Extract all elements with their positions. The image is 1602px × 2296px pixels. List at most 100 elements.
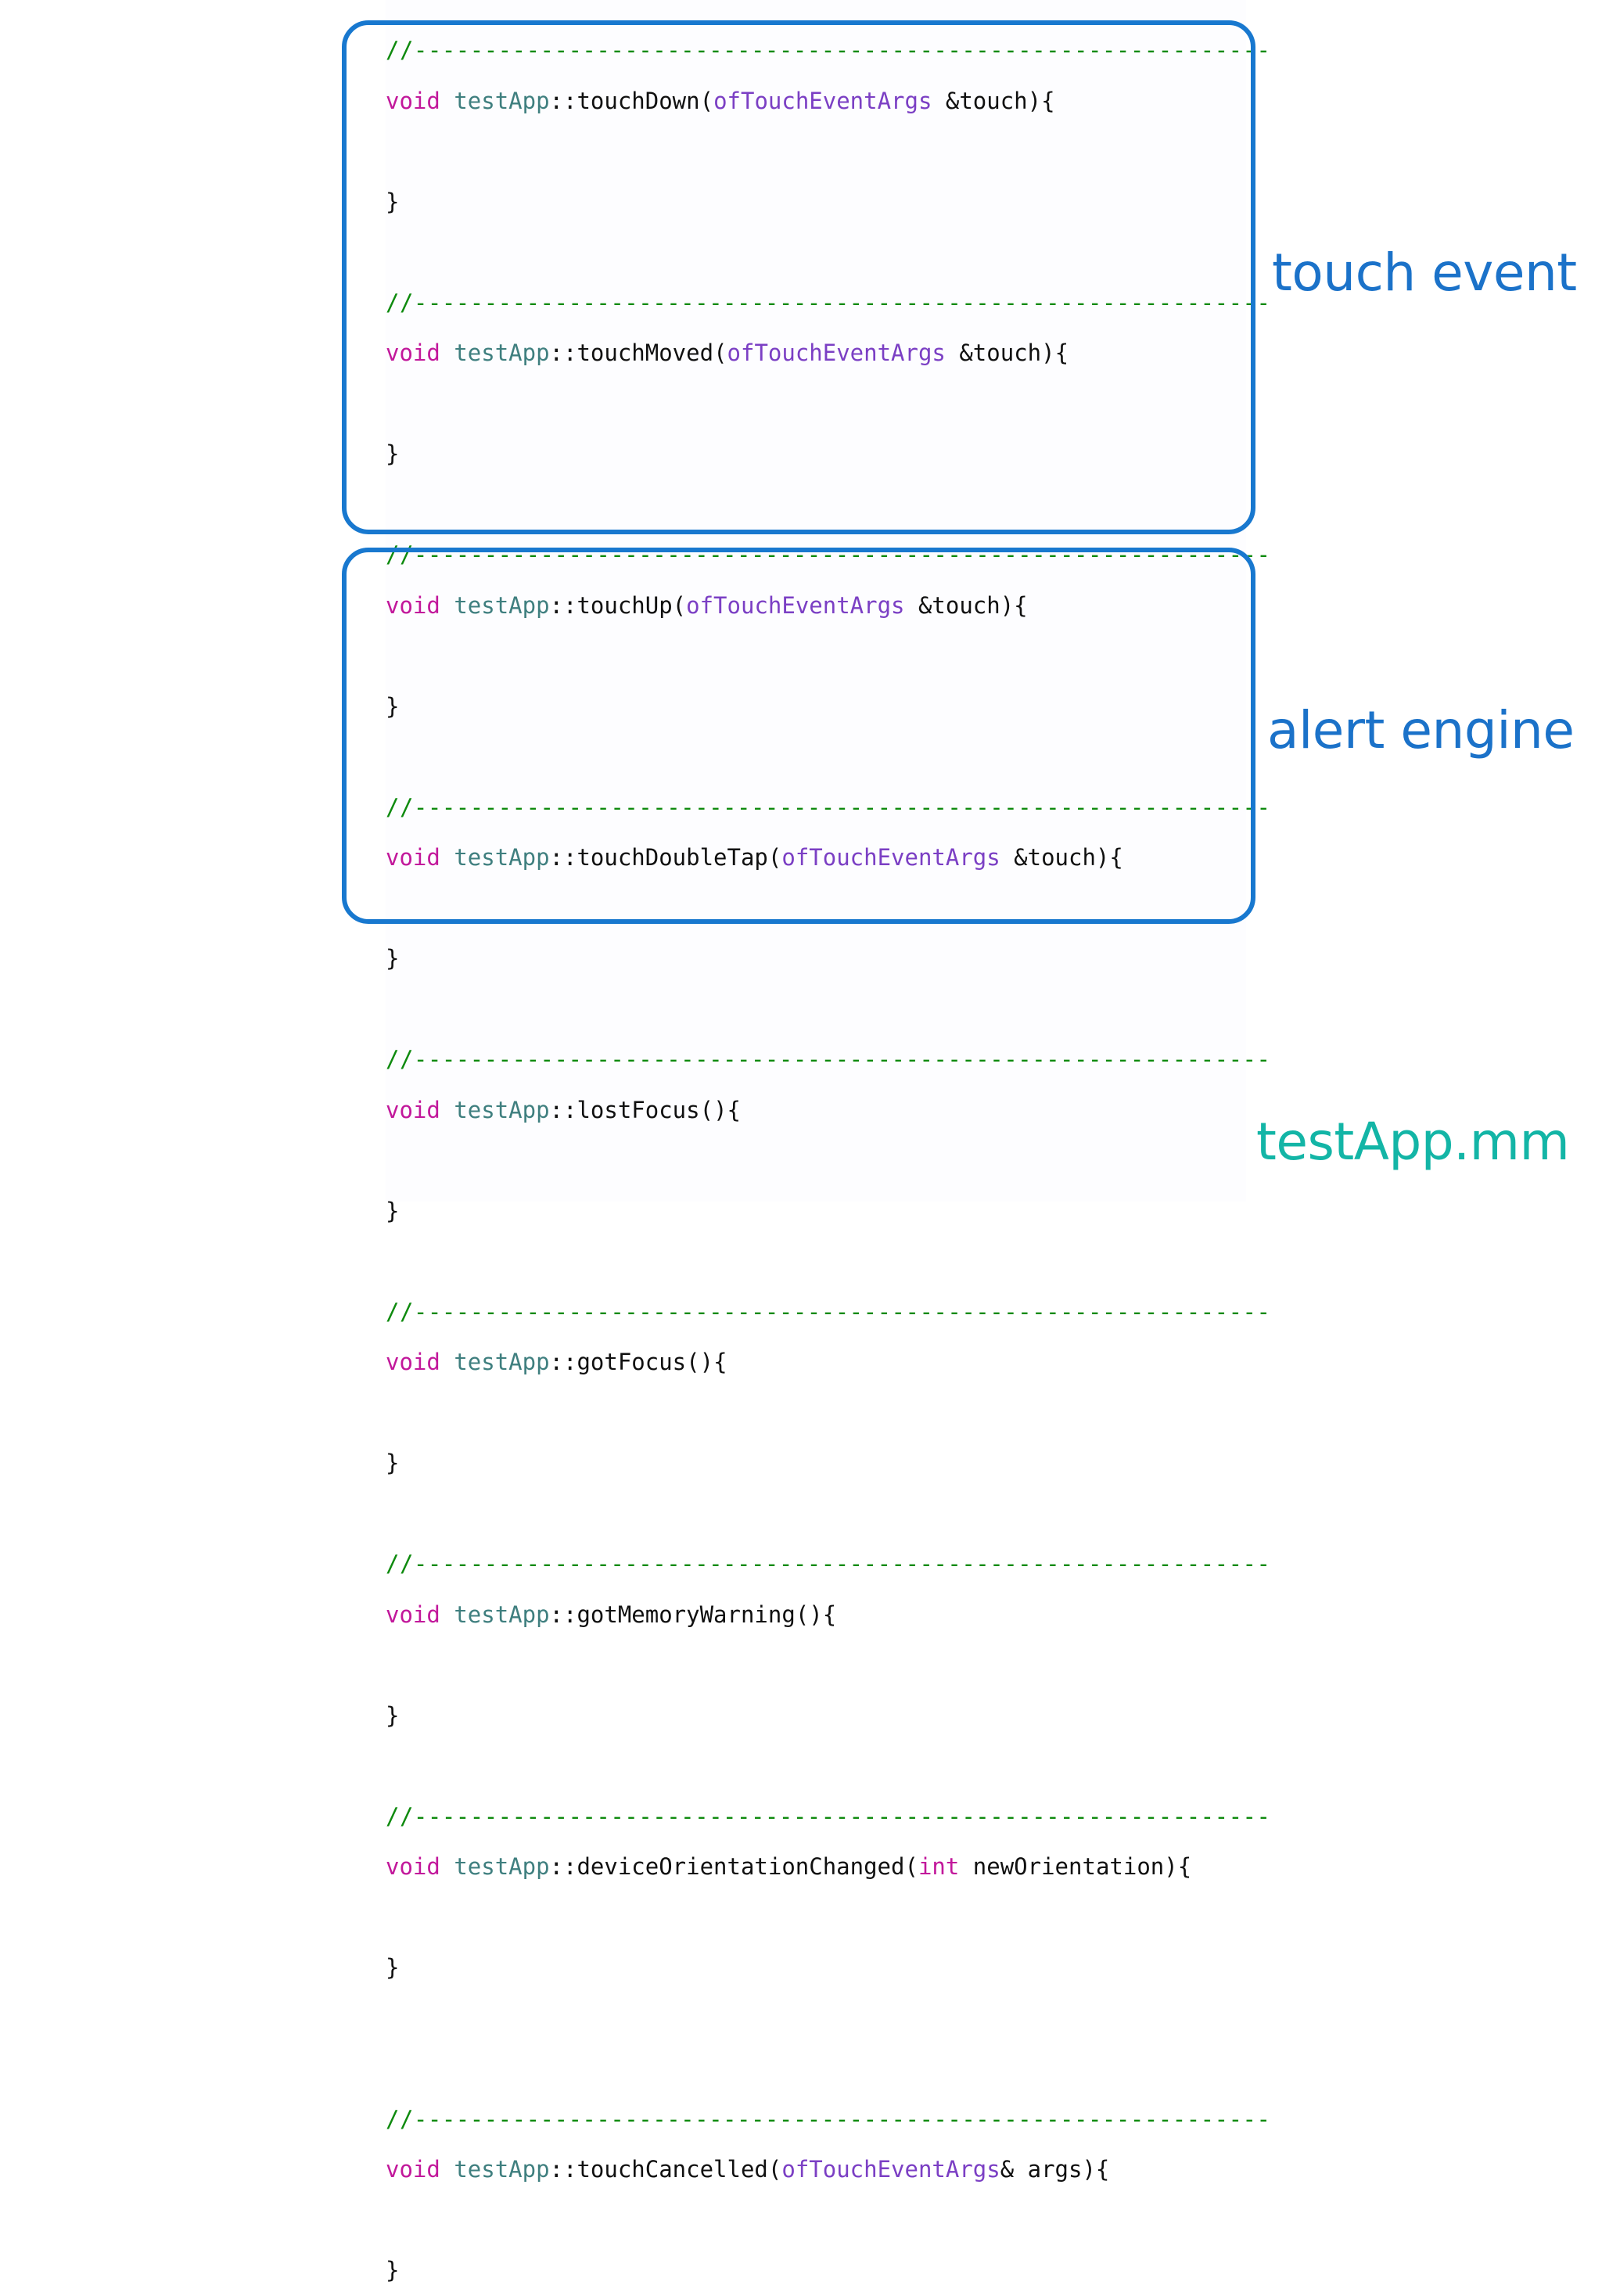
comment-separator-text: //--------------------------------------… (386, 37, 1271, 63)
comment-separator-text: //--------------------------------------… (386, 1550, 1271, 1577)
whitespace-text (440, 2156, 454, 2183)
comment-separator-text: //--------------------------------------… (386, 289, 1271, 316)
code-line (386, 1741, 1270, 1791)
function-name-text: touchUp (577, 591, 673, 619)
scope-operator-text: :: (549, 1601, 577, 1628)
closing-brace-text: } (386, 692, 400, 720)
argument-rest-text: &touch){ (945, 340, 1069, 366)
code-background-surface (386, 0, 1246, 1202)
whitespace-text (440, 592, 454, 619)
function-name-text: touchCancelled (577, 2156, 768, 2183)
code-line (386, 126, 1270, 177)
argument-type-text: ofTouchEventArgs (781, 2156, 1000, 2183)
scope-operator-text: :: (549, 1853, 577, 1880)
open-paren-text: ( (767, 844, 782, 871)
whitespace-text (440, 1853, 454, 1880)
closing-brace-text: } (386, 2257, 400, 2283)
argument-type-text: ofTouchEventArgs (727, 340, 946, 366)
code-line (386, 631, 1270, 681)
function-name-text: touchDown (577, 87, 700, 114)
annotation-label-touch-event: touch event (1272, 243, 1577, 303)
annotation-label-alert-engine: alert engine (1267, 700, 1575, 760)
code-listing: //--------------------------------------… (386, 25, 1270, 2296)
code-line (386, 227, 1270, 278)
code-line (386, 1993, 1270, 2044)
code-line: void testApp::touchCancelled(ofTouchEven… (386, 2144, 1270, 2195)
code-line: //--------------------------------------… (386, 2094, 1270, 2145)
keyword-void-text: void (386, 2156, 440, 2183)
closing-brace-text: } (386, 1701, 400, 1729)
code-line: void testApp::touchUp(ofTouchEventArgs &… (386, 580, 1270, 631)
open-paren-text: ( (904, 1853, 918, 1880)
keyword-void-text: void (386, 1349, 440, 1375)
code-line: } (386, 177, 1270, 228)
code-line (386, 2043, 1270, 2094)
open-paren-text: ( (795, 1601, 810, 1628)
comment-separator-text: //--------------------------------------… (386, 541, 1271, 568)
code-line (386, 731, 1270, 782)
code-line: } (386, 933, 1270, 984)
argument-type-text: ofTouchEventArgs (781, 844, 1000, 871)
function-name-text: lostFocus (577, 1096, 700, 1123)
code-line: //--------------------------------------… (386, 1791, 1270, 1842)
class-name-text: testApp (454, 1853, 550, 1880)
code-line (386, 1388, 1270, 1439)
open-paren-text: ( (686, 1349, 700, 1375)
whitespace-text (440, 88, 454, 114)
code-line: } (386, 1438, 1270, 1489)
argument-type-text: int (918, 1853, 960, 1880)
comment-separator-text: //--------------------------------------… (386, 1802, 1271, 1830)
code-line: void testApp::gotMemoryWarning(){ (386, 1590, 1270, 1640)
class-name-text: testApp (454, 2156, 550, 2183)
scope-operator-text: :: (549, 844, 577, 871)
closing-brace-text: } (386, 1954, 400, 1981)
function-name-text: touchDoubleTap (577, 844, 768, 871)
comment-separator-text: //--------------------------------------… (386, 1298, 1271, 1325)
code-line (386, 984, 1270, 1035)
file-name-caption: testApp.mm (1256, 1112, 1570, 1172)
class-name-text: testApp (454, 1601, 550, 1628)
code-line: //--------------------------------------… (386, 278, 1270, 329)
scope-operator-text: :: (549, 1096, 577, 1123)
scope-operator-text: :: (549, 591, 577, 619)
code-line: void testApp::deviceOrientationChanged(i… (386, 1841, 1270, 1892)
argument-rest-text: &touch){ (932, 87, 1055, 114)
function-name-text: gotFocus (577, 1349, 687, 1375)
code-line: void testApp::lostFocus(){ (386, 1085, 1270, 1136)
code-line: void testApp::gotFocus(){ (386, 1337, 1270, 1388)
open-paren-text: ( (713, 340, 727, 366)
argument-rest-text: & args){ (1000, 2156, 1110, 2183)
open-paren-text: ( (699, 87, 714, 114)
argument-rest-text: &touch){ (904, 591, 1028, 619)
argument-type-text: ofTouchEventArgs (686, 591, 905, 619)
keyword-void-text: void (386, 1096, 440, 1123)
code-line: //--------------------------------------… (386, 1287, 1270, 1338)
code-line: } (386, 681, 1270, 732)
code-line: } (386, 429, 1270, 480)
argument-rest-text: ){ (809, 1601, 837, 1628)
open-paren-text: ( (699, 1096, 714, 1123)
comment-separator-text: //--------------------------------------… (386, 1046, 1271, 1073)
function-name-text: gotMemoryWarning (577, 1601, 796, 1628)
function-name-text: deviceOrientationChanged (577, 1853, 905, 1880)
scope-operator-text: :: (549, 340, 577, 366)
whitespace-text (440, 340, 454, 366)
argument-rest-text: newOrientation){ (959, 1853, 1192, 1880)
scope-operator-text: :: (549, 87, 577, 114)
whitespace-text (440, 1097, 454, 1123)
code-line (386, 480, 1270, 530)
argument-rest-text: ){ (699, 1349, 727, 1375)
code-line: //--------------------------------------… (386, 25, 1270, 76)
whitespace-text (440, 1349, 454, 1375)
code-line: } (386, 1691, 1270, 1741)
code-line: void testApp::touchDoubleTap(ofTouchEven… (386, 832, 1270, 883)
code-line (386, 883, 1270, 934)
code-line: //--------------------------------------… (386, 782, 1270, 833)
code-line (386, 1640, 1270, 1691)
keyword-void-text: void (386, 1601, 440, 1628)
whitespace-text (440, 844, 454, 871)
code-line: //--------------------------------------… (386, 1034, 1270, 1085)
open-paren-text: ( (672, 591, 687, 619)
function-name-text: touchMoved (577, 340, 714, 366)
open-paren-text: ( (767, 2156, 782, 2183)
